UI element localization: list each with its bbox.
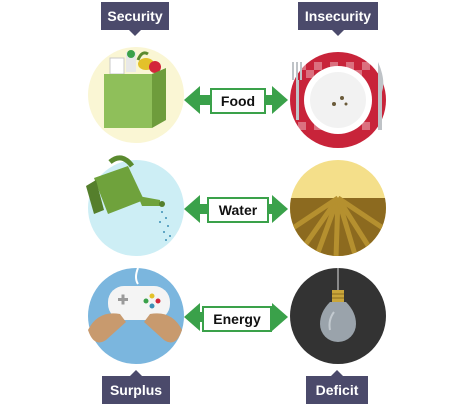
- hands-icon: [88, 313, 182, 343]
- fork-icon: [292, 62, 302, 120]
- food-security-circle: [88, 47, 184, 143]
- insecurity-header: Insecurity: [298, 2, 378, 36]
- watering-can-icon: [86, 155, 171, 241]
- security-header: Security: [101, 2, 169, 36]
- dry-field-icon: [290, 160, 386, 256]
- water-insecurity-circle: [290, 160, 386, 256]
- game-controller-icon: [108, 267, 170, 320]
- shopping-bag-icon: [104, 50, 166, 128]
- surplus-footer: Surplus: [102, 370, 170, 404]
- empty-plate-icon: [304, 66, 372, 134]
- energy-deficit-circle: [290, 268, 386, 364]
- light-bulb-icon: [320, 268, 356, 342]
- energy-label: Energy: [202, 306, 272, 332]
- knife-icon: [378, 62, 384, 130]
- water-drops: [159, 211, 171, 241]
- water-security-circle: [86, 155, 184, 256]
- food-label: Food: [210, 88, 266, 114]
- water-label: Water: [207, 197, 269, 223]
- deficit-footer: Deficit: [306, 370, 368, 404]
- energy-surplus-circle: [88, 267, 184, 364]
- food-insecurity-circle: [290, 52, 386, 148]
